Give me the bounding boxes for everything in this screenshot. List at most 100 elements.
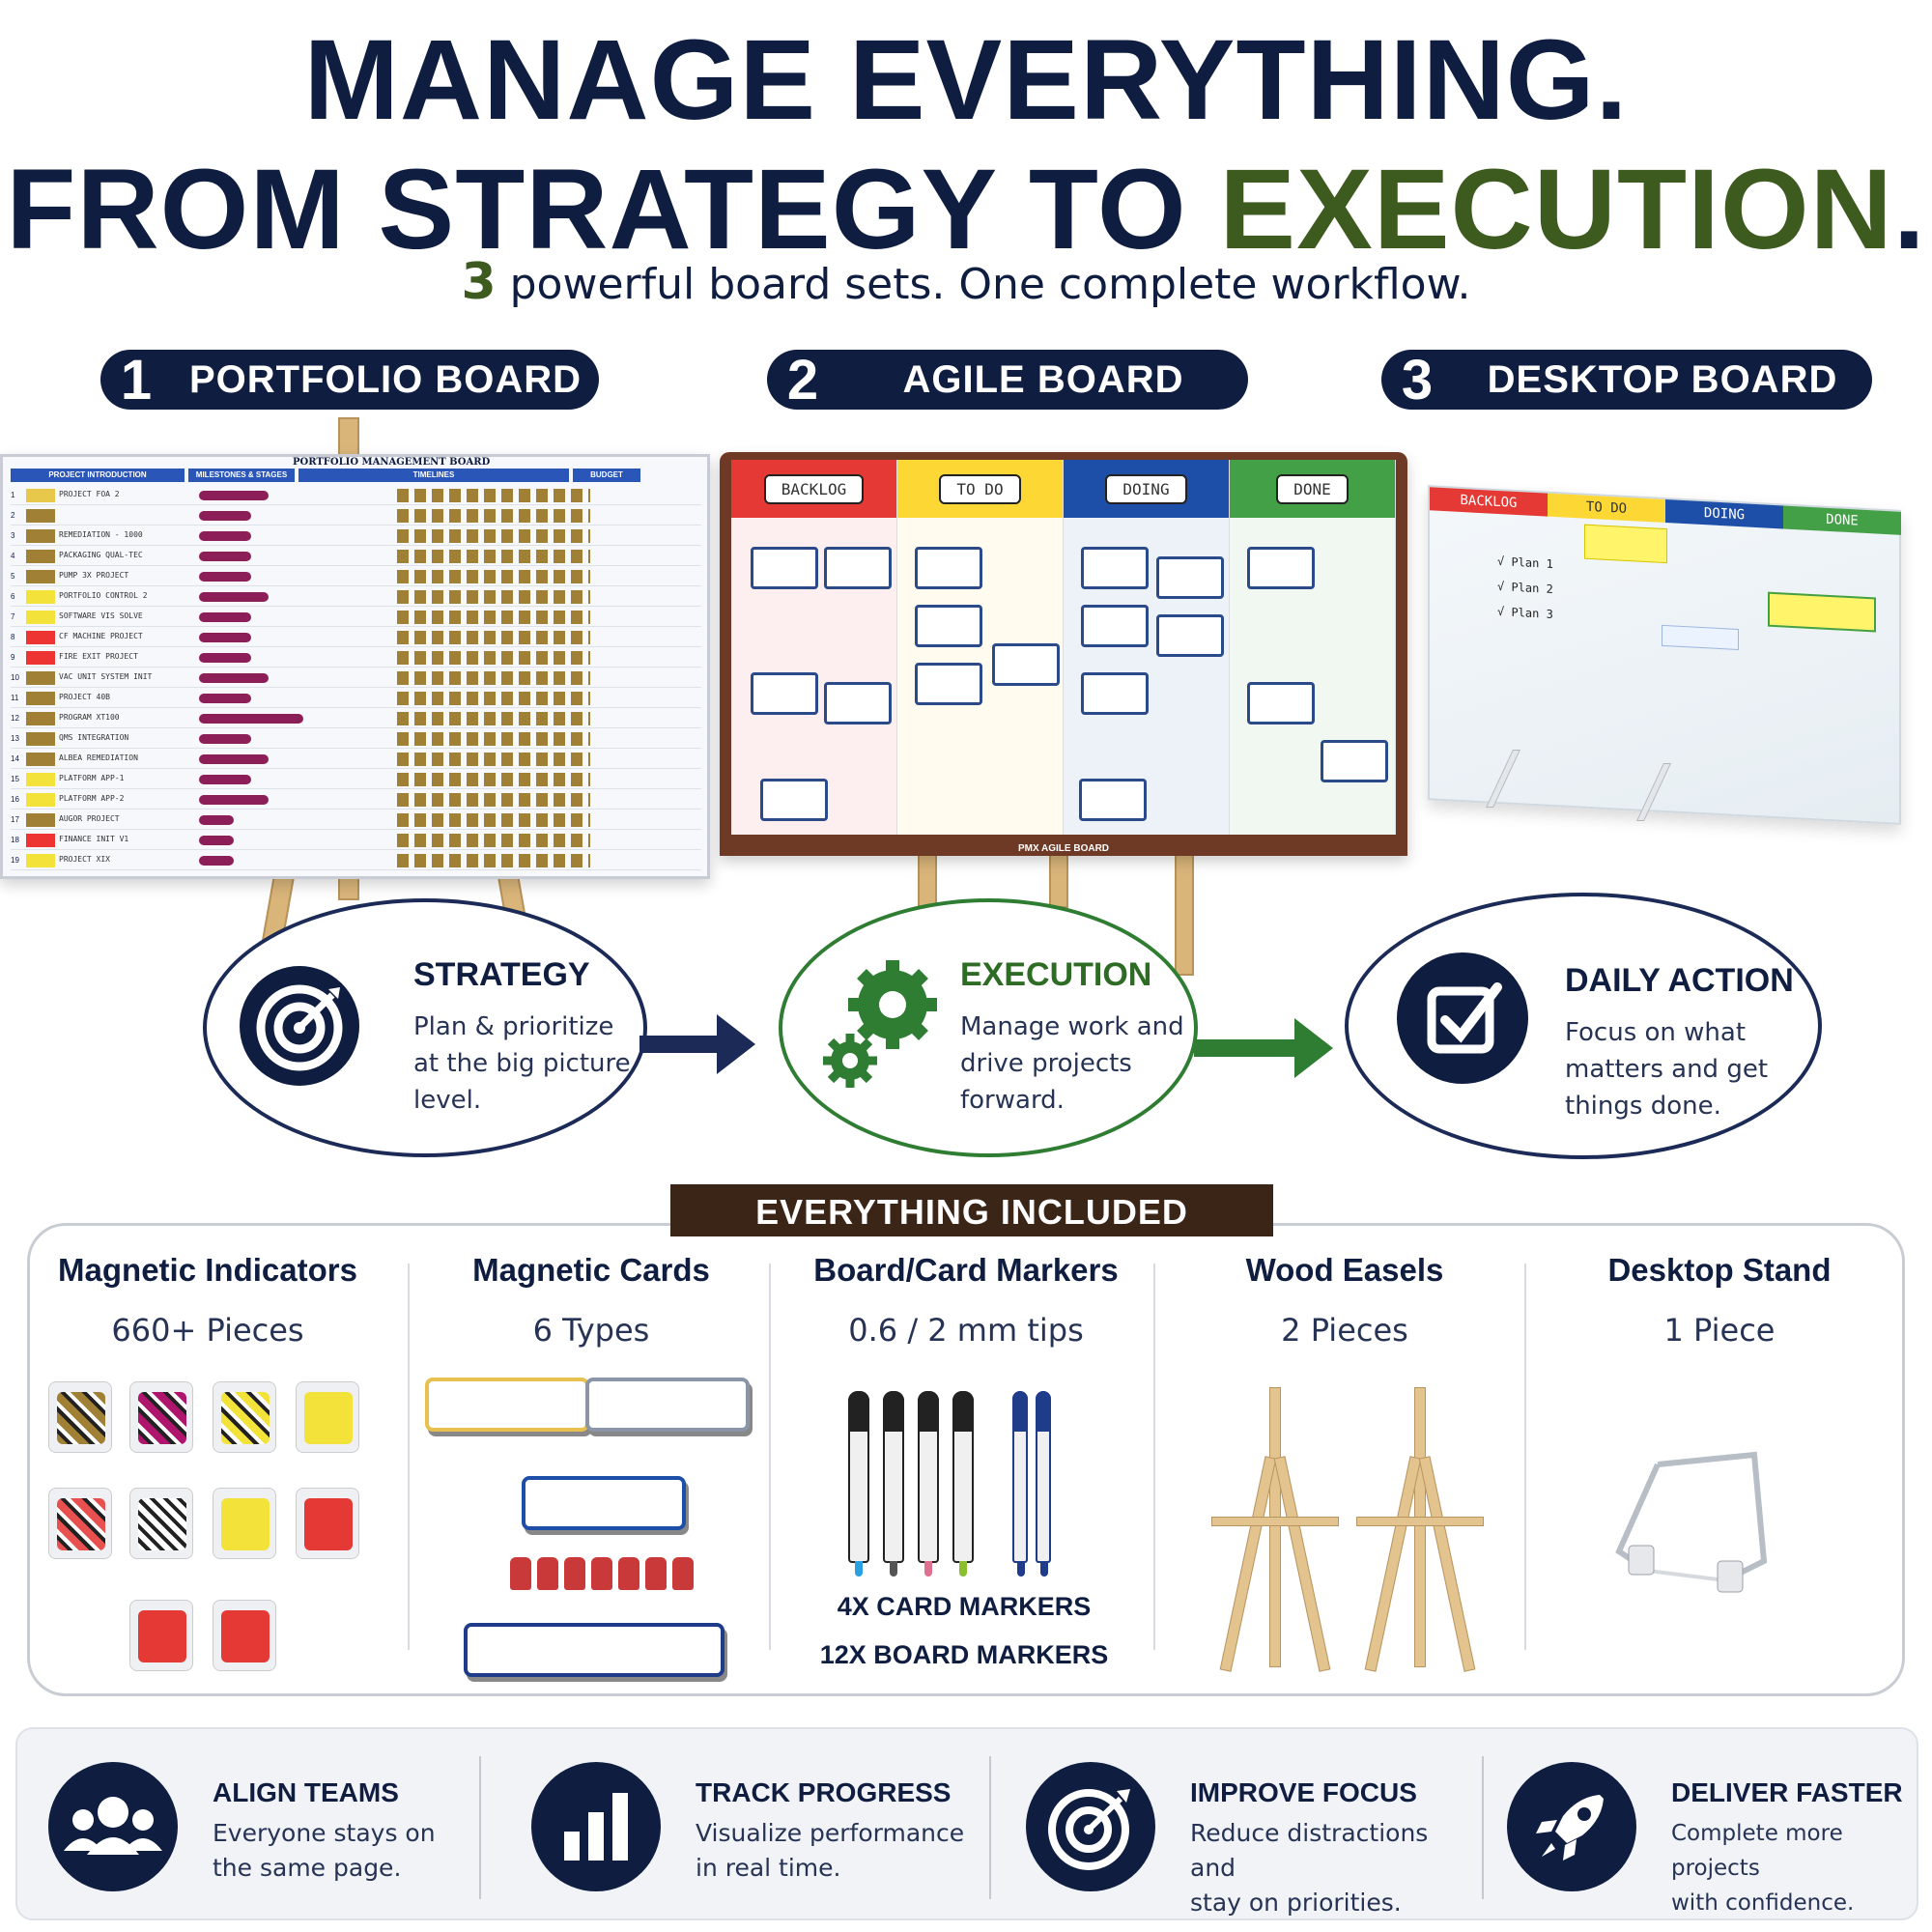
headline-prefix: FROM STRATEGY TO — [6, 146, 1220, 273]
status-indicator — [26, 651, 55, 665]
milestone-magnets — [199, 673, 269, 683]
status-indicator — [26, 813, 55, 827]
sticky-note — [1584, 524, 1667, 564]
workflow-title: DAILY ACTION — [1565, 962, 1794, 999]
timeline-magnets — [397, 793, 590, 807]
kanban-card — [1081, 547, 1149, 589]
status-indicator — [26, 692, 55, 705]
project-name: PORTFOLIO CONTROL 2 — [59, 591, 148, 600]
board-number: 3 — [1401, 348, 1434, 412]
benefit-improve-focus: IMPROVE FOCUS Reduce distractions and st… — [1012, 1756, 1466, 1917]
timeline-magnets — [397, 631, 590, 644]
included-magnetic-indicators: Magnetic Indicators 660+ Pieces — [39, 1252, 377, 1349]
kanban-card — [1247, 547, 1315, 589]
timeline-magnets — [397, 813, 590, 827]
row-number: 1 — [11, 491, 15, 499]
included-magnetic-cards: Magnetic Cards 6 Types — [419, 1252, 763, 1349]
status-indicator — [26, 489, 55, 502]
description-line: in real time. — [696, 1854, 841, 1882]
status-indicator — [26, 590, 55, 604]
portfolio-header: MILESTONES & STAGES — [188, 469, 295, 482]
timeline-magnets — [397, 529, 590, 543]
benefit-title: ALIGN TEAMS — [213, 1777, 399, 1807]
magnet-bag-image — [48, 1488, 112, 1559]
workflow-strategy: STRATEGY Plan & prioritize at the big pi… — [203, 898, 647, 1157]
portfolio-board-photo: PORTFOLIO MANAGEMENT BOARD PROJECT INTRO… — [0, 454, 710, 879]
benefit-align-teams: ALIGN TEAMS Everyone stays on the same p… — [35, 1756, 489, 1901]
item-title: Board/Card Markers — [813, 1252, 1119, 1288]
timeline-magnets — [397, 834, 590, 847]
description-line: Manage work and — [960, 1012, 1184, 1041]
desktop-column-header: BACKLOG — [1430, 487, 1548, 517]
desktop-column-header: DOING — [1665, 499, 1783, 529]
description-line: at the big picture — [413, 1049, 631, 1078]
timeline-magnets — [397, 671, 590, 685]
card-stack-image — [522, 1476, 686, 1530]
marker-icon — [848, 1391, 869, 1577]
item-quantity: 660+ Pieces — [111, 1312, 304, 1349]
kanban-card — [915, 547, 982, 589]
kanban-card — [1079, 779, 1147, 821]
tag-icon — [591, 1557, 612, 1590]
column-divider — [1153, 1264, 1155, 1650]
project-name: PROGRAM XT100 — [59, 713, 120, 722]
column-header: BACKLOG — [731, 460, 896, 518]
sticky-note — [1662, 624, 1739, 651]
milestone-magnets — [199, 572, 251, 582]
timeline-magnets — [397, 773, 590, 786]
magnet-bag-image — [129, 1488, 193, 1559]
row-number: 2 — [11, 511, 15, 520]
magnet-bag-image — [296, 1381, 359, 1453]
row-number: 18 — [11, 836, 19, 844]
timeline-magnets — [397, 550, 590, 563]
row-number: 9 — [11, 653, 15, 662]
marker-icon — [918, 1391, 939, 1577]
kanban-card — [751, 672, 818, 715]
milestone-magnets — [199, 612, 251, 622]
subtitle: 3 powerful board sets. One complete work… — [0, 253, 1932, 311]
workflow-execution: EXECUTION Manage work and drive projects… — [779, 898, 1198, 1157]
card-stack-image — [464, 1623, 724, 1677]
column-divider — [408, 1264, 410, 1650]
board-name: PORTFOLIO BOARD — [188, 357, 582, 401]
workflow-title: STRATEGY — [413, 956, 590, 993]
description-line: forward. — [960, 1086, 1065, 1115]
tag-icon — [618, 1557, 639, 1590]
project-name: PLATFORM APP-1 — [59, 774, 125, 782]
status-indicator — [26, 793, 55, 807]
milestone-magnets — [199, 552, 251, 561]
status-indicator — [26, 611, 55, 624]
headline-line-2: FROM STRATEGY TO EXECUTION. — [0, 147, 1932, 272]
status-indicator — [26, 854, 55, 867]
gears-icon — [821, 947, 947, 1092]
status-indicator — [26, 732, 55, 746]
benefit-title: TRACK PROGRESS — [696, 1777, 952, 1807]
item-quantity: 0.6 / 2 mm tips — [848, 1312, 1084, 1349]
row-number: 12 — [11, 714, 19, 723]
item-title: Magnetic Indicators — [58, 1252, 357, 1288]
column-name: BACKLOG — [763, 473, 865, 504]
agile-board-photo: BACKLOG TO DO DOING DONE PMX AGILE BOARD — [720, 452, 1407, 856]
description-line: Complete more projects — [1671, 1821, 1843, 1881]
milestone-magnets — [199, 491, 269, 500]
kanban-card — [1321, 740, 1388, 782]
project-name: PACKAGING QUAL-TEC — [59, 551, 143, 559]
project-name: CF MACHINE PROJECT — [59, 632, 143, 640]
milestone-magnets — [199, 775, 251, 784]
desktop-plan-item: √ Plan 1 — [1497, 554, 1553, 571]
project-name: ALBEA REMEDIATION — [59, 753, 138, 762]
kanban-card — [760, 779, 828, 821]
description-line: drive projects — [960, 1049, 1132, 1078]
rocket-icon — [1507, 1762, 1636, 1891]
target-icon — [1026, 1762, 1155, 1891]
desktop-column-header: TO DO — [1548, 493, 1665, 524]
milestone-magnets — [199, 856, 234, 866]
board-label-desktop: 3 DESKTOP BOARD — [1381, 348, 1872, 412]
